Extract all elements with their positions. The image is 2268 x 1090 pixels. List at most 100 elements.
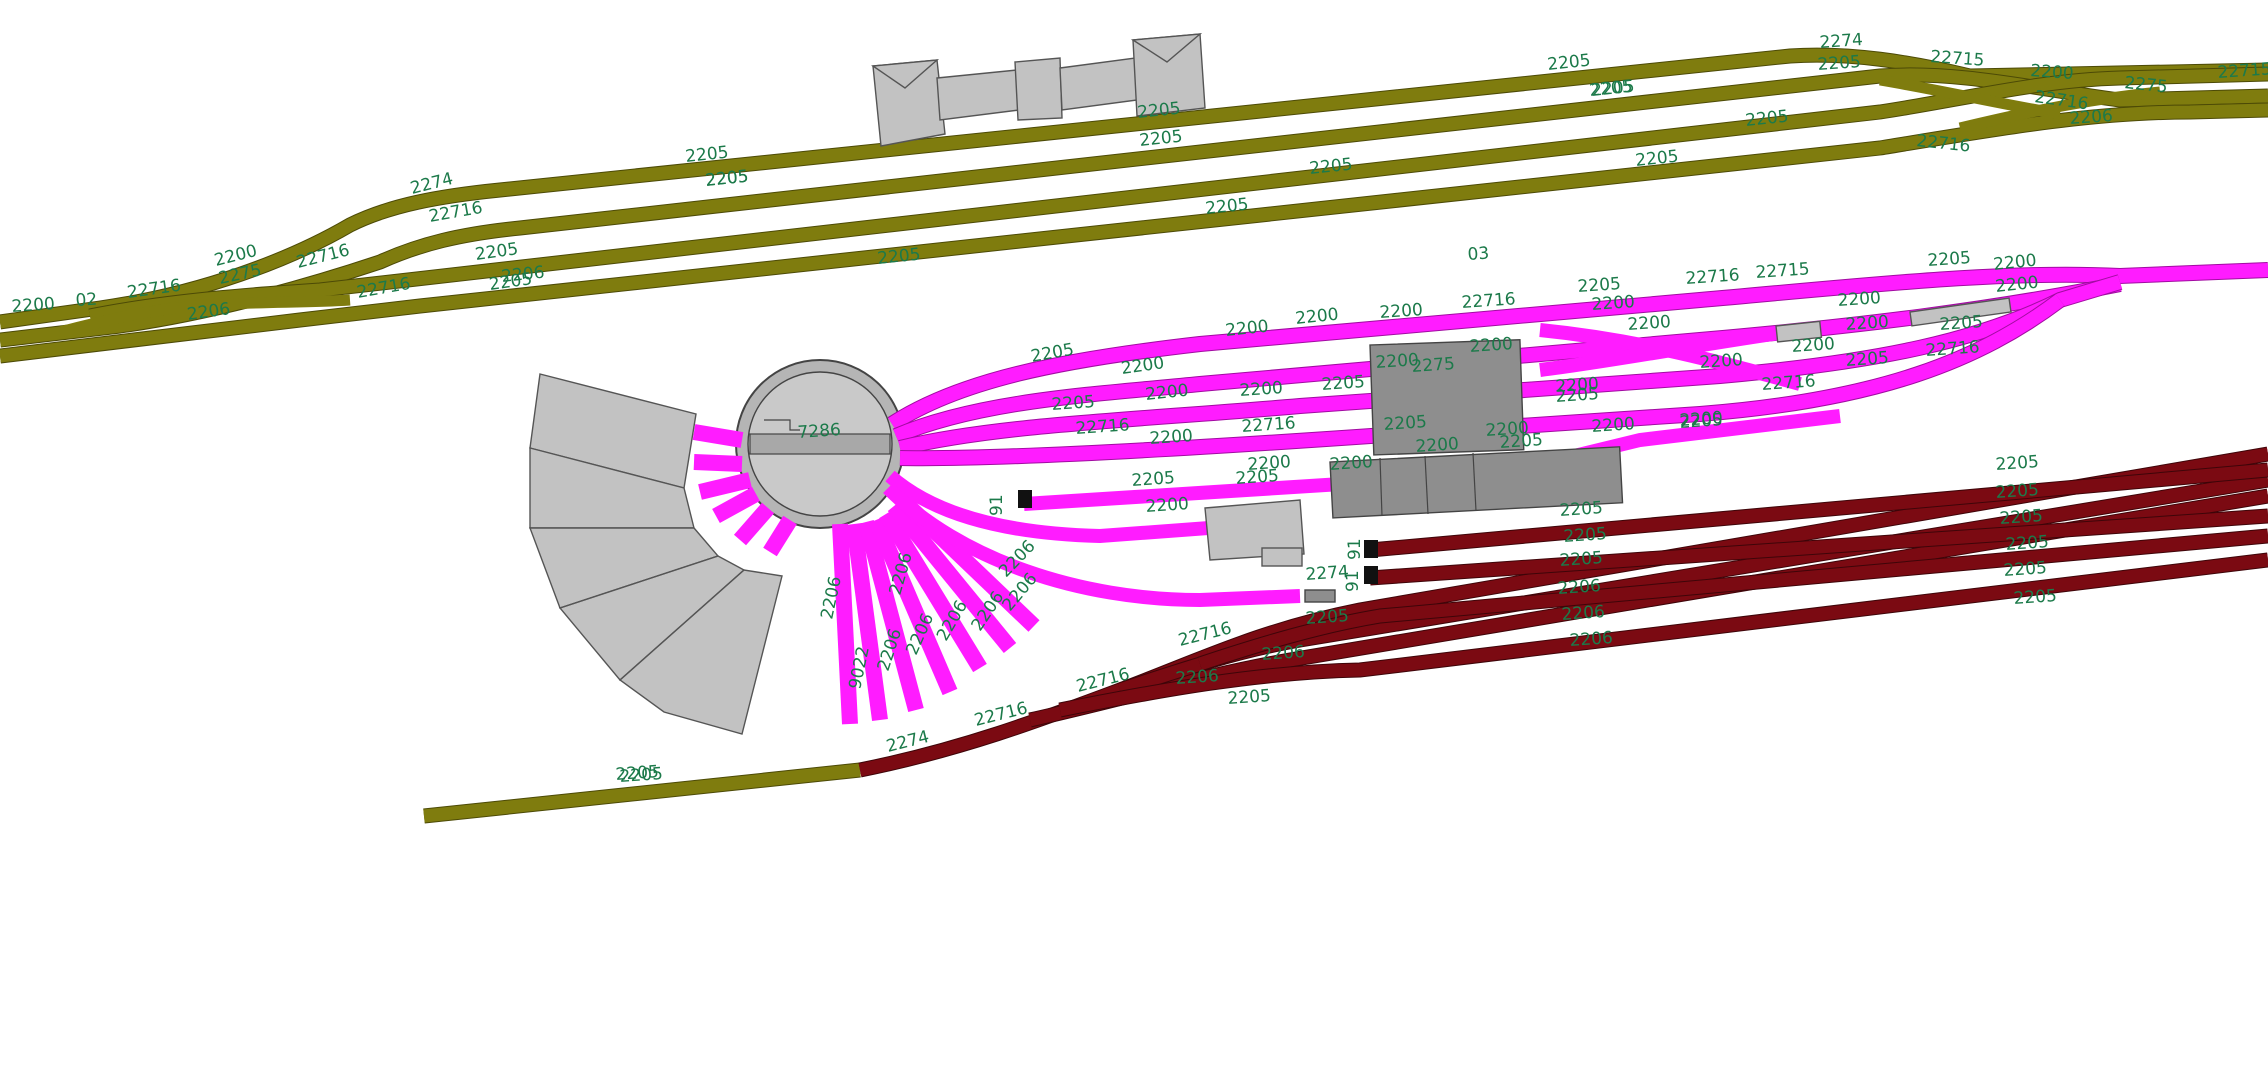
track-label: 2205	[1634, 147, 1679, 171]
roundhouse	[528, 373, 783, 735]
track-label: 2205	[619, 764, 664, 787]
track-label: 22715	[2217, 59, 2268, 83]
track-label: 2200	[1679, 408, 1724, 431]
track-label: 2200	[1379, 300, 1424, 323]
track-label: 2274	[1305, 562, 1350, 585]
track-label: 2206	[1261, 642, 1306, 665]
track-label: 2205	[876, 245, 921, 269]
track-label: 2206	[500, 263, 545, 287]
track-label: 2205	[1131, 468, 1176, 491]
track-label: 2205	[615, 762, 660, 785]
track-label: 22716	[1075, 415, 1130, 439]
track-label: 2205	[1590, 77, 1635, 101]
track-label: 2205	[1235, 466, 1280, 489]
track-label: 2205	[1305, 606, 1350, 629]
track-label: 2200	[1845, 312, 1890, 335]
track-label: 2200	[1591, 292, 1636, 315]
track-label: 2205	[1927, 248, 1972, 271]
track-label: 2200	[1375, 350, 1420, 373]
track-label: 2205	[1051, 392, 1096, 415]
track-label: 2205	[1563, 524, 1608, 547]
track-label: 2200	[1837, 288, 1882, 311]
track-label: 2200	[1145, 494, 1190, 517]
track-label: 2205	[1559, 498, 1604, 521]
track-label: 22716	[1925, 337, 1980, 361]
track-label: 2206	[2069, 106, 2114, 129]
track-label: 2200	[1247, 452, 1292, 475]
track-label: 2205	[1308, 155, 1353, 179]
track-label: 2205	[1383, 412, 1428, 435]
track-label: 2205	[1999, 506, 2044, 529]
track-label: 2205	[1204, 195, 1249, 219]
track-label: 2200	[2030, 61, 2075, 84]
track-label: 2205	[1588, 77, 1633, 101]
track-label: 2206	[1569, 628, 1614, 651]
track-label: 2200	[1415, 434, 1460, 457]
track-label: 22716	[1685, 265, 1740, 289]
track-label: 22715	[1755, 259, 1810, 283]
track-label: 2205	[1995, 452, 2040, 475]
track-label: 2205	[1817, 52, 1862, 75]
track-label: 2200	[1791, 334, 1836, 357]
track-label: 2205	[1559, 548, 1604, 571]
track-label: 22716	[1241, 413, 1296, 437]
track-label: 2206	[1561, 602, 1606, 625]
track-label: 2205	[704, 167, 749, 191]
track-label: 2205	[1845, 348, 1890, 371]
track-label: 22716	[1915, 131, 1971, 157]
track-label: 2205	[704, 167, 749, 191]
track-label: 2205	[1546, 51, 1591, 75]
track-label: 2205	[1939, 312, 1984, 335]
station-building	[871, 33, 1206, 147]
track-label: 2200	[1149, 426, 1194, 449]
track-label: 2206	[1175, 666, 1220, 689]
track-label: 2205	[1679, 410, 1724, 433]
track-label: 2200	[1699, 350, 1744, 373]
track-label: 2200	[1992, 251, 2037, 275]
turntable	[735, 359, 905, 529]
track-label: 2200	[1294, 305, 1339, 329]
track-label: 2205	[1136, 99, 1181, 123]
track-label: 2200	[11, 294, 56, 317]
track-label: 2205	[2003, 558, 2048, 581]
track-label: 2275	[1411, 354, 1456, 377]
buffer-stops	[1018, 490, 1378, 584]
track-label: 2275	[2123, 73, 2168, 97]
track-label: 2200	[1591, 414, 1636, 437]
track-label: 2200	[1994, 273, 2039, 297]
track-label: 2205	[1499, 430, 1544, 453]
track-label: 2205	[1555, 384, 1600, 407]
freight-yard-tracks	[858, 446, 2268, 778]
track-label: 7286	[797, 420, 842, 443]
track-label: 2205	[1227, 686, 1272, 709]
track-label: 2205	[2005, 532, 2050, 555]
track-label: 91	[987, 494, 1007, 516]
depot-buildings	[1204, 297, 2012, 603]
track-label: 2200	[1239, 378, 1284, 401]
track-label: 2205	[1995, 480, 2040, 503]
track-label: 2205	[1138, 127, 1183, 151]
track-label: 2200	[1329, 452, 1374, 475]
track-label: 2200	[1469, 334, 1514, 357]
main-line-tracks	[0, 47, 2268, 824]
track-label: 91	[1345, 538, 1365, 560]
track-label: 22716	[1461, 289, 1516, 313]
track-label: 22716	[1761, 371, 1816, 395]
track-label: 2205	[1321, 372, 1366, 395]
track-label: 02	[75, 290, 98, 311]
track-label: 2205	[684, 143, 729, 167]
track-label: 91	[1343, 570, 1363, 592]
track-label: 2200	[1485, 418, 1530, 441]
track-label: 2205	[1744, 107, 1789, 131]
track-label: 2205	[1577, 274, 1622, 297]
track-label: 2200	[1555, 374, 1600, 397]
track-label: 2206	[1557, 576, 1602, 599]
track-label: 2200	[1627, 312, 1672, 335]
track-label: 03	[1467, 244, 1490, 265]
track-label: 2200	[1224, 317, 1269, 341]
track-label: 22715	[1930, 47, 1985, 71]
track-label: 2200	[1144, 381, 1189, 405]
stall-tracks	[692, 424, 1040, 725]
